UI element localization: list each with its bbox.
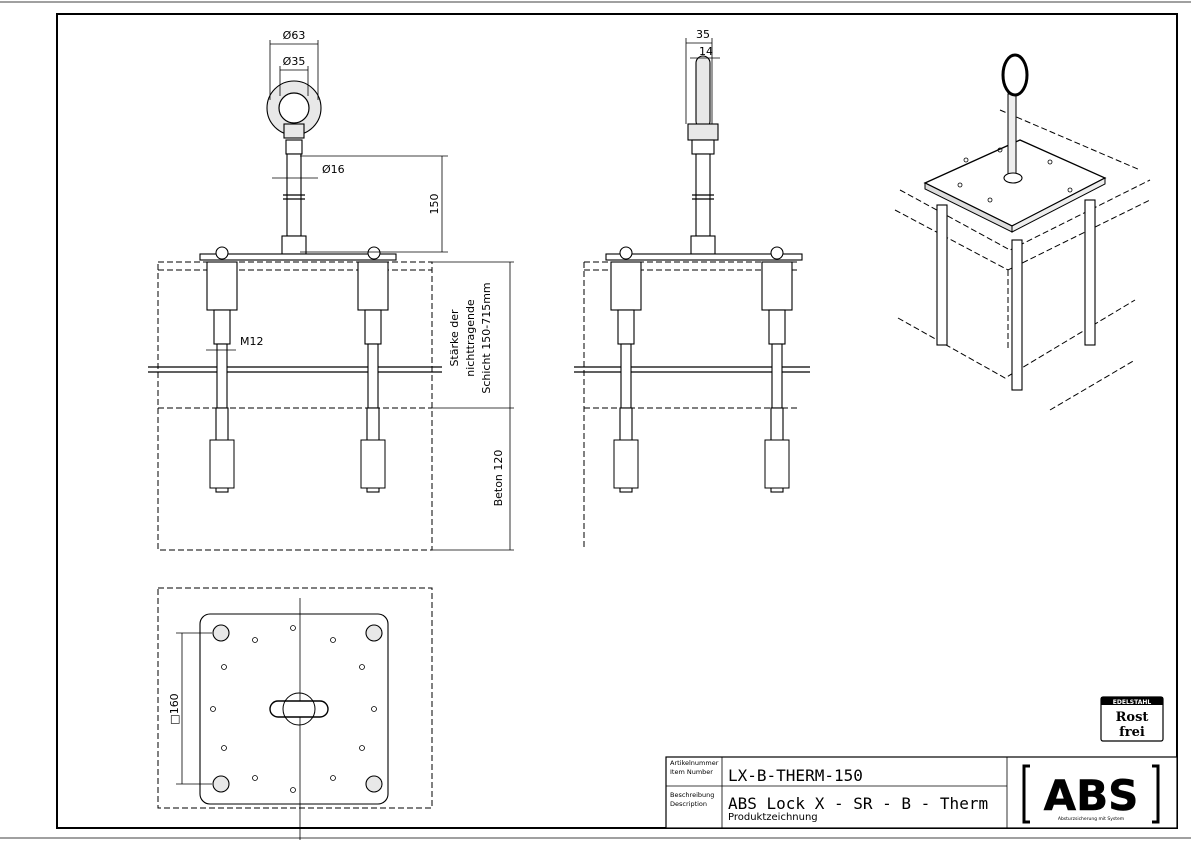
dim-layer-1: Stärke der	[448, 309, 461, 367]
item-number-label-de: Artikelnummer	[670, 759, 719, 767]
dim-height: 150	[428, 194, 441, 215]
rostfrei-stamp: EDELSTAHL Rost frei	[1100, 696, 1164, 742]
item-number: LX-B-THERM-150	[728, 766, 863, 785]
dim-thread: M12	[240, 335, 264, 348]
dim-concrete: Beton 120	[492, 450, 505, 507]
svg-text:EDELSTAHL: EDELSTAHL	[1113, 699, 1152, 706]
svg-text:Absturzsicherung mit System: Absturzsicherung mit System	[1058, 816, 1124, 822]
title-block: Artikelnummer Item Number LX-B-THERM-150…	[665, 756, 1178, 829]
abs-logo: ABS Absturzsicherung mit System	[1022, 764, 1160, 824]
dim-side-width: 35	[696, 28, 710, 41]
subdescription: Produktzeichnung	[728, 812, 818, 823]
svg-text:ABS: ABS	[1044, 771, 1139, 820]
dim-shaft: Ø16	[322, 163, 345, 176]
dim-ring-outer: Ø63	[283, 29, 306, 42]
drawing-frame	[56, 13, 1178, 829]
dim-layer-3: Schicht 150-715mm	[480, 282, 493, 393]
dim-plate: □160	[168, 693, 181, 724]
dim-layer-2: nichttragende	[464, 299, 477, 377]
dim-ring-inner: Ø35	[283, 55, 306, 68]
description: ABS Lock X - SR - B - Therm	[728, 794, 988, 813]
dim-side-inner: 14	[699, 45, 713, 58]
svg-text:frei: frei	[1119, 725, 1145, 740]
description-label-en: Description	[670, 800, 707, 808]
isometric-view	[894, 53, 1151, 411]
item-number-label-en: Item Number	[670, 768, 713, 776]
svg-text:Rost: Rost	[1116, 710, 1149, 725]
front-view: Ø63 Ø35 Ø16 150 M12 Stärke der nichttrag…	[148, 29, 514, 551]
description-label-de: Beschreibung	[670, 791, 714, 799]
side-view: 35 14	[574, 28, 810, 550]
top-view: □160	[157, 587, 433, 840]
